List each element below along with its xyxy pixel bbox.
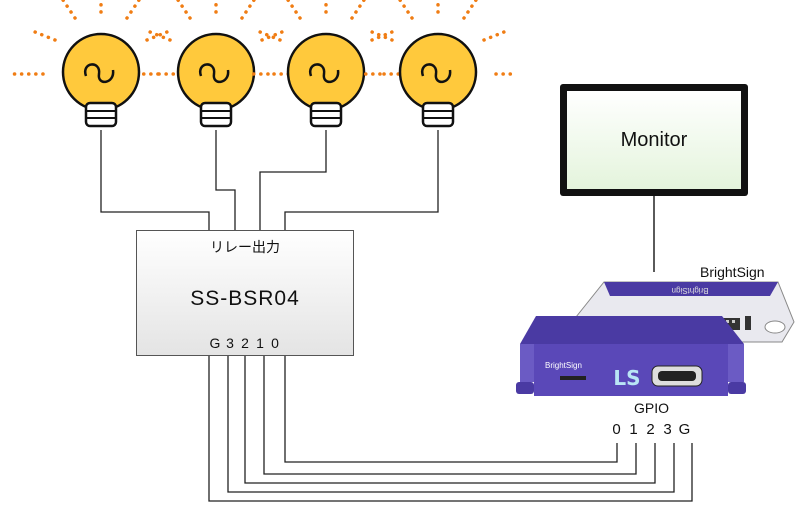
gpio-pin: 0 (612, 421, 621, 438)
front-brand-text: BrightSign (545, 361, 582, 370)
relay-pin: 1 (256, 335, 264, 351)
relay-pin: G (209, 335, 221, 351)
relay-output-label: リレー出力 (210, 239, 280, 255)
gpio-pin: 3 (663, 421, 672, 438)
monitor: Monitor (560, 84, 748, 196)
gpio-pin: G (678, 421, 691, 438)
relay-pin: 2 (241, 335, 249, 351)
gpio-pin: 2 (646, 421, 655, 438)
gpio-wires (208, 356, 693, 502)
relay-model-label: SS-BSR04 (190, 287, 300, 310)
gpio-pin: 1 (629, 421, 638, 438)
relay-pin: 3 (226, 335, 234, 351)
light-bulb-icon (248, 0, 404, 128)
brightsign-label: BrightSign (700, 264, 765, 280)
gpio-label: GPIO (634, 400, 670, 416)
ls-logo: LS (613, 366, 640, 390)
rear-brand-text: BrightSign (672, 286, 709, 295)
light-bulb-icon (360, 0, 516, 128)
monitor-screen: Monitor (567, 91, 741, 189)
light-bulb-icon (11, 0, 179, 128)
light-bulb-icon (138, 0, 294, 128)
bulb-wires (100, 130, 439, 230)
brightsign-front-unit: BrightSign LS (516, 316, 746, 396)
monitor-label: Monitor (620, 128, 688, 151)
relay-pin: 0 (271, 335, 279, 351)
